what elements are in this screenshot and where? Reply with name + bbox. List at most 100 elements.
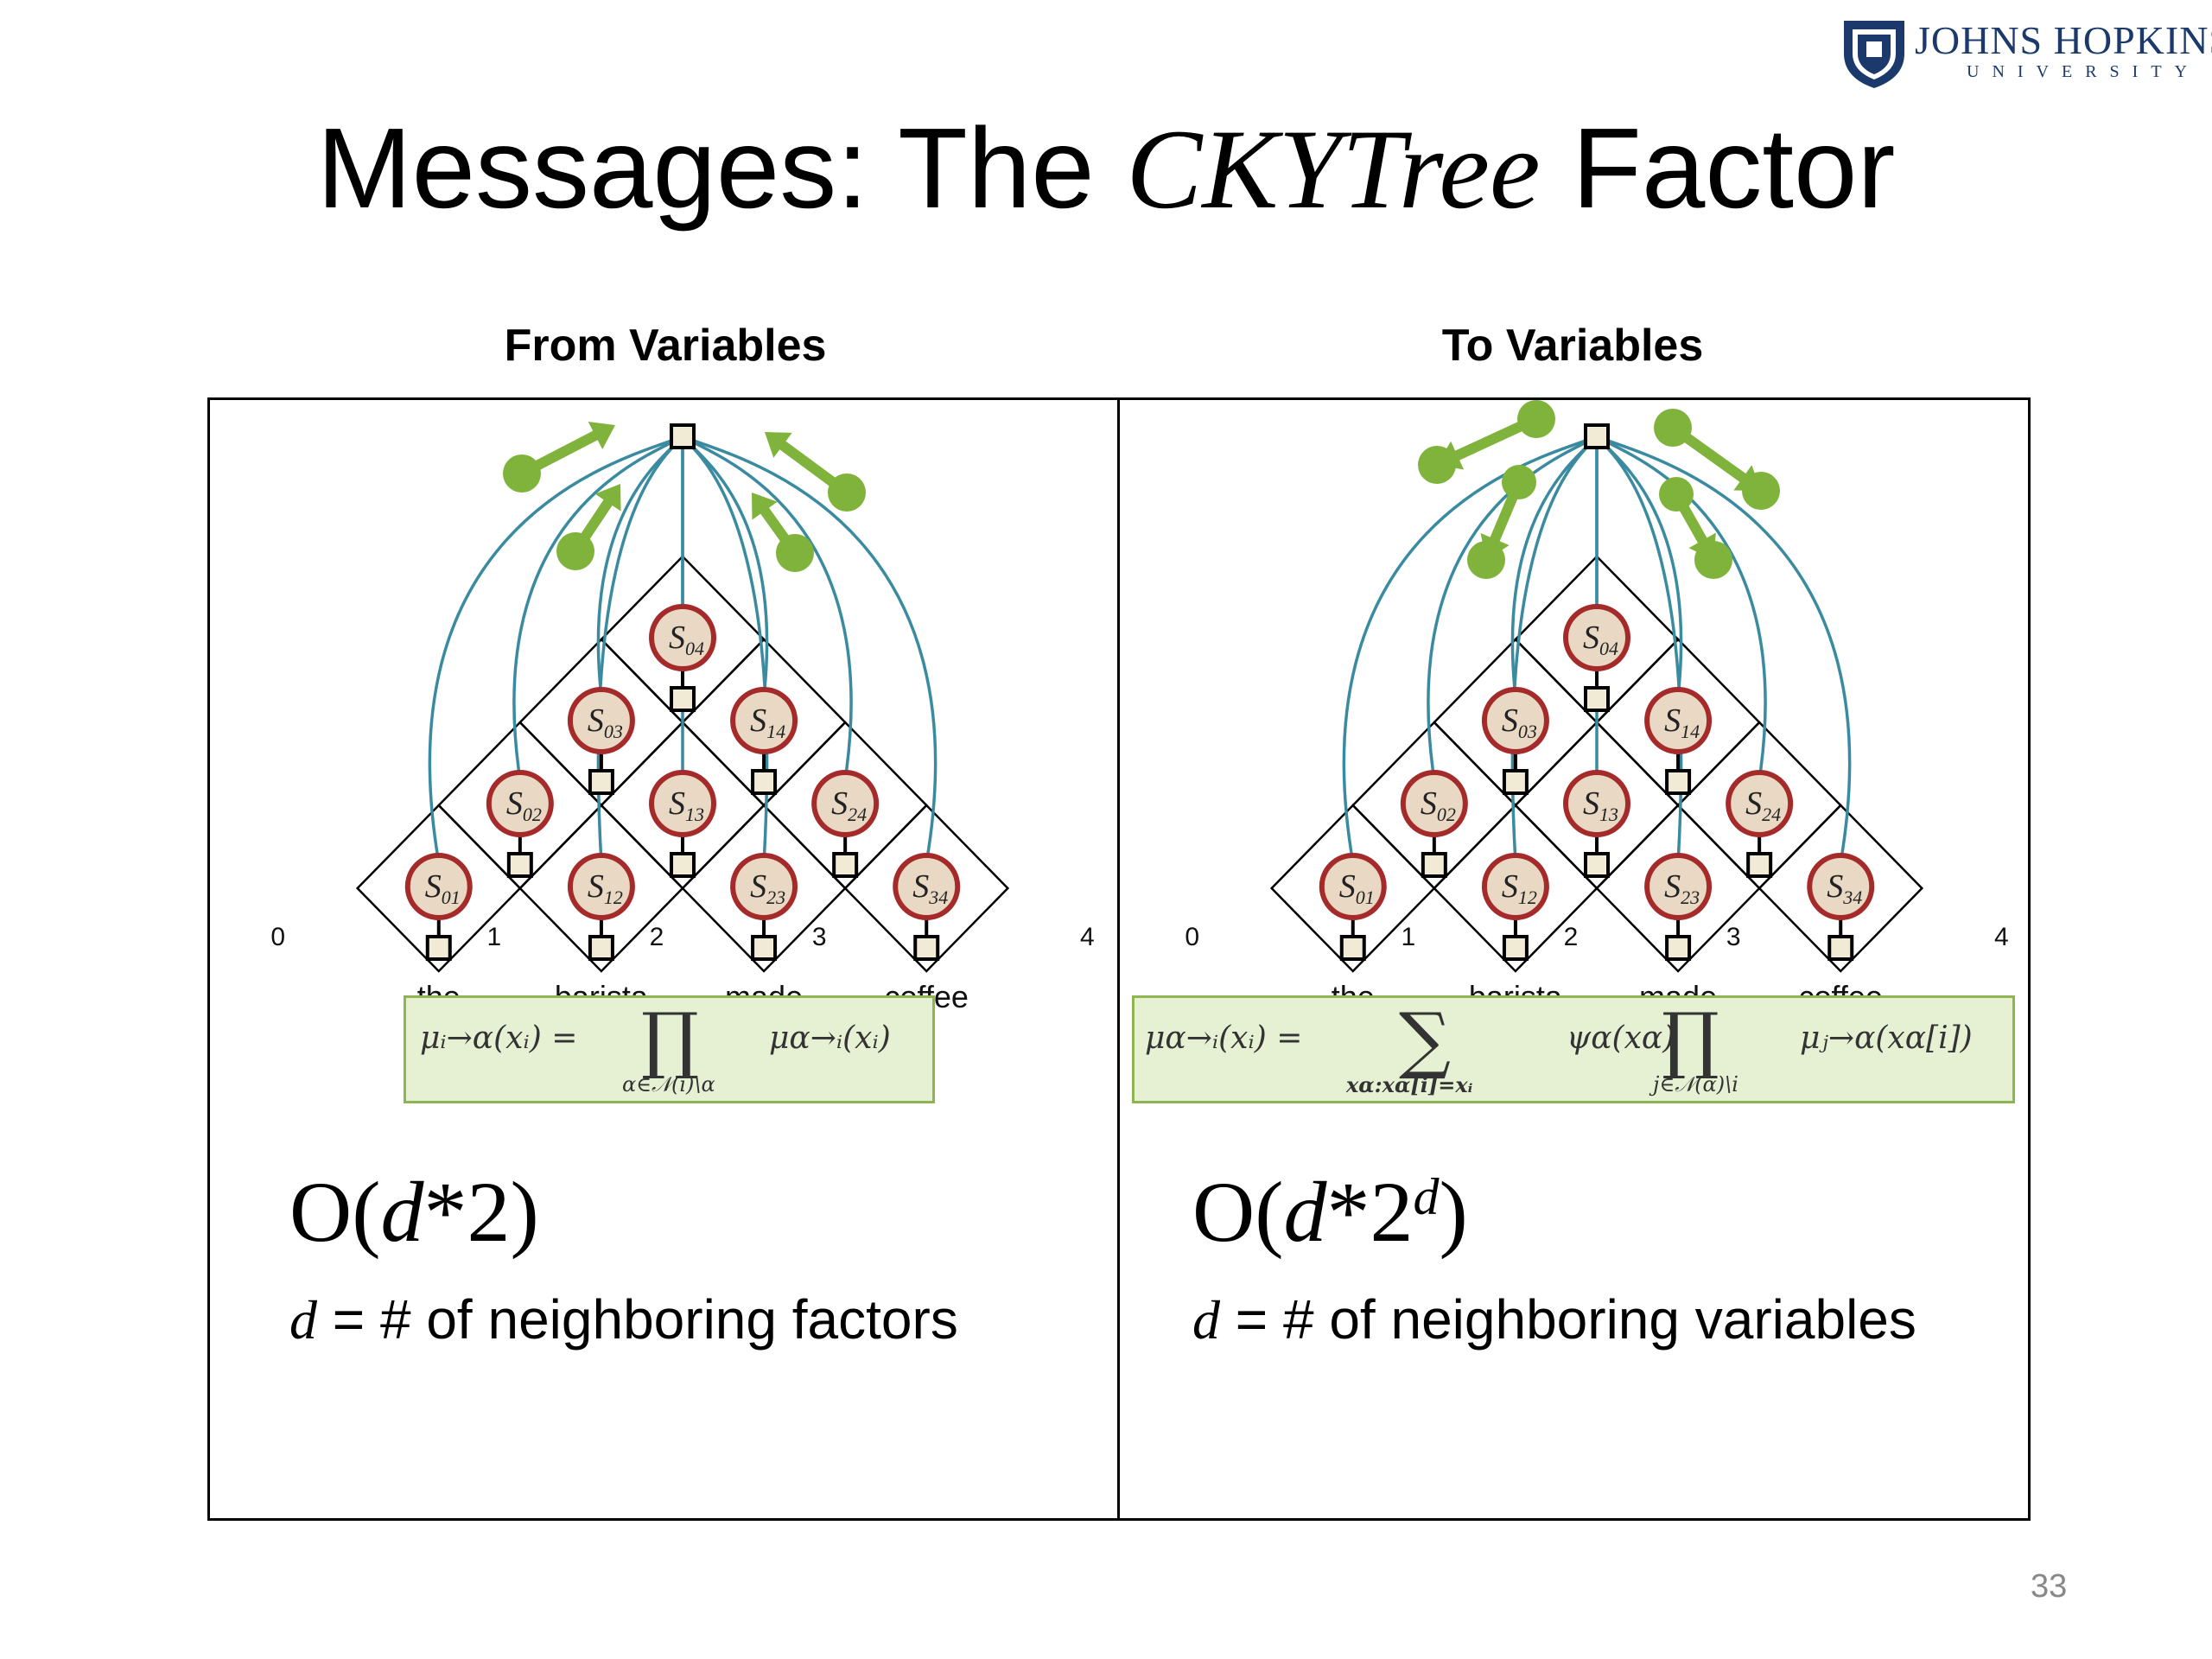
variable-label-03: S03 bbox=[1502, 702, 1537, 742]
right-formula-product: ∏ bbox=[1662, 997, 1719, 1082]
right-formula-sum-sub: xα:xα[i]=xᵢ bbox=[1346, 1072, 1473, 1097]
variable-node-01 bbox=[404, 853, 473, 920]
title-suffix: Factor bbox=[1540, 105, 1896, 232]
right-complexity: O(d*2d) bbox=[1192, 1162, 1468, 1262]
variable-node-34 bbox=[1807, 853, 1875, 920]
unary-factor-23 bbox=[1665, 935, 1692, 961]
variable-label-24: S24 bbox=[831, 785, 867, 825]
unary-factor-02 bbox=[506, 852, 533, 878]
right-definition: d = # of neighboring variables bbox=[1192, 1287, 1916, 1352]
edge-24 bbox=[1595, 435, 1767, 780]
edge-34 bbox=[1596, 435, 1852, 863]
boundary-2: 2 bbox=[1564, 923, 1579, 951]
right-definition-text: = # of neighboring variables bbox=[1220, 1288, 1916, 1351]
right-cky-diagram: S01S12S23S34S02S13S24S03S14S0401234theba… bbox=[1185, 400, 2009, 1014]
variable-label-13: S13 bbox=[669, 785, 704, 825]
variable-node-01 bbox=[1319, 853, 1387, 920]
variable-node-12 bbox=[567, 853, 635, 920]
variable-node-34 bbox=[893, 853, 961, 920]
variable-node-12 bbox=[1481, 853, 1549, 920]
right-complexity-prefix: O( bbox=[1192, 1164, 1284, 1260]
variable-node-23 bbox=[1644, 853, 1713, 920]
right-complexity-mid: *2 bbox=[1326, 1164, 1414, 1260]
right-complexity-exponent: d bbox=[1413, 1168, 1440, 1225]
variable-node-03 bbox=[1481, 687, 1549, 754]
right-complexity-suffix: ) bbox=[1439, 1164, 1468, 1260]
variable-label-01: S01 bbox=[425, 868, 461, 908]
boundary-1: 1 bbox=[1401, 923, 1415, 951]
right-formula-product-sub: j∈𝒩(α)\i bbox=[1653, 1072, 1738, 1096]
arrow-inner-right-head bbox=[752, 493, 778, 520]
left-definition-text: = # of neighboring factors bbox=[317, 1288, 958, 1351]
left-panel-heading: From Variables bbox=[504, 321, 827, 371]
unary-factor-01 bbox=[1339, 935, 1366, 961]
unary-factor-34 bbox=[1827, 935, 1854, 961]
variable-node-14 bbox=[1644, 687, 1713, 754]
variable-label-14: S14 bbox=[1664, 702, 1700, 742]
shield-icon bbox=[1844, 21, 1904, 88]
ckytree-factor bbox=[1584, 423, 1610, 449]
right-formula-lhs: μα→ᵢ(xᵢ) = bbox=[1145, 1020, 1303, 1056]
left-cky-diagram: S01S12S23S34S02S13S24S03S14S0401234theba… bbox=[270, 421, 1095, 1014]
variable-label-02: S02 bbox=[506, 785, 542, 825]
left-formula-term: μα→ᵢ(xᵢ) bbox=[769, 1020, 891, 1056]
variable-label-01: S01 bbox=[1339, 868, 1375, 908]
arrow-inner-left-shaft bbox=[1490, 477, 1524, 545]
variable-label-34: S34 bbox=[912, 868, 948, 908]
variable-label-12: S12 bbox=[588, 868, 623, 908]
logo-name: JOHNS HOPKINS bbox=[1915, 18, 2212, 62]
left-formula-product-sub: α∈𝒩(i)\α bbox=[622, 1072, 715, 1096]
unary-factor-03 bbox=[588, 769, 614, 795]
left-formula-box: μᵢ→α(xᵢ) = ∏ α∈𝒩(i)\α μα→ᵢ(xᵢ) bbox=[404, 995, 935, 1103]
unary-factor-23 bbox=[751, 935, 778, 961]
variable-node-03 bbox=[567, 687, 635, 754]
right-formula-term: μⱼ→α(xα[i]) bbox=[1800, 1020, 1973, 1056]
variable-label-34: S34 bbox=[1827, 868, 1862, 908]
slide-title: Messages: The CKYTree Factor bbox=[0, 99, 2212, 238]
logo-text: JOHNS HOPKINS UNIVERSITY bbox=[1915, 17, 2212, 81]
boundary-3: 3 bbox=[1726, 923, 1741, 951]
arrow-outer-right-shaft bbox=[1668, 423, 1748, 483]
unary-factor-12 bbox=[1502, 935, 1529, 961]
boundary-1: 1 bbox=[486, 923, 501, 951]
right-formula-box: μα→ᵢ(xᵢ) = ∑ xα:xα[i]=xᵢ ψα(xα) ∏ j∈𝒩(α)… bbox=[1132, 995, 2015, 1103]
ckytree-factor bbox=[670, 423, 696, 449]
variable-label-12: S12 bbox=[1502, 868, 1537, 908]
arrow-outer-left-shaft bbox=[1452, 414, 1541, 461]
edge-01 bbox=[1342, 435, 1598, 863]
unary-factor-04 bbox=[670, 686, 696, 712]
boundary-0: 0 bbox=[1185, 923, 1199, 951]
title-emphasis: CKYTree bbox=[1126, 105, 1541, 232]
right-complexity-d: d bbox=[1283, 1164, 1327, 1260]
unary-factor-34 bbox=[913, 935, 940, 961]
right-definition-d: d bbox=[1192, 1289, 1220, 1351]
edge-01 bbox=[428, 435, 683, 863]
unary-factor-24 bbox=[832, 852, 859, 878]
right-formula-psi: ψα(xα) bbox=[1567, 1020, 1675, 1056]
unary-factor-12 bbox=[588, 935, 614, 961]
left-definition: d = # of neighboring factors bbox=[289, 1287, 958, 1352]
university-logo: JOHNS HOPKINS UNIVERSITY bbox=[1840, 16, 2212, 93]
logo-subtitle: UNIVERSITY bbox=[1967, 62, 2200, 81]
left-complexity-mid: *2 bbox=[423, 1164, 511, 1260]
variable-label-23: S23 bbox=[1664, 868, 1700, 908]
right-panel-frame bbox=[1117, 397, 2031, 1521]
arrow-outer-left-ball bbox=[1418, 446, 1456, 484]
arrow-outer-right-head bbox=[765, 432, 792, 458]
variable-label-23: S23 bbox=[750, 868, 785, 908]
arrow-outer-left-ball bbox=[503, 454, 541, 493]
cky-grid bbox=[355, 555, 1010, 973]
unary-factor-01 bbox=[425, 935, 452, 961]
unary-factor-13 bbox=[670, 852, 696, 878]
unary-factor-14 bbox=[751, 769, 778, 795]
page-number: 33 bbox=[2031, 1568, 2068, 1605]
arrow-inner-left-ball bbox=[1467, 541, 1505, 579]
left-complexity-prefix: O( bbox=[289, 1164, 381, 1260]
edge-24 bbox=[681, 435, 853, 780]
variable-label-02: S02 bbox=[1421, 785, 1456, 825]
unary-factor-02 bbox=[1421, 852, 1447, 878]
boundary-4: 4 bbox=[1994, 923, 2009, 951]
left-definition-d: d bbox=[289, 1289, 317, 1351]
left-formula-product: ∏ bbox=[641, 997, 699, 1082]
boundary-4: 4 bbox=[1080, 923, 1095, 951]
